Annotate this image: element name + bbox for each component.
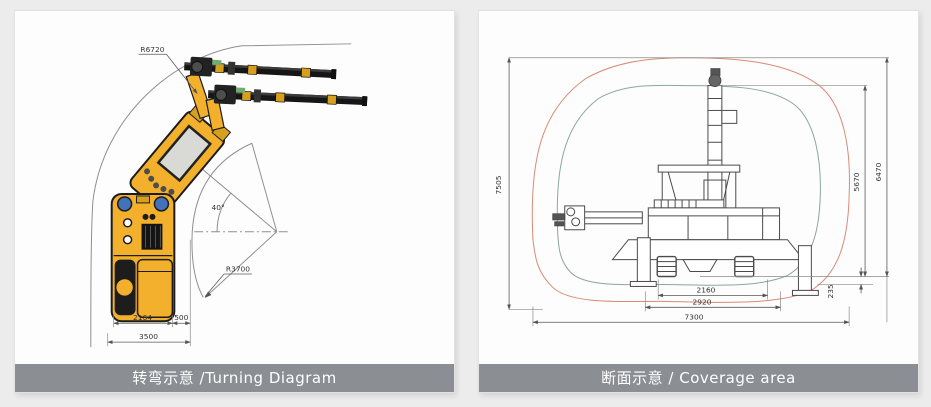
turning-diagram: R6720 R3700 40° 2164 500 3500 bbox=[90, 43, 368, 348]
chassis-width-label: 2164 bbox=[133, 313, 152, 322]
turning-dimensions: 2164 500 3500 bbox=[107, 239, 191, 347]
turning-caption: 转弯示意 /Turning Diagram bbox=[15, 364, 454, 392]
outer-height-label: 7505 bbox=[494, 175, 503, 194]
machine-front-frame bbox=[129, 103, 232, 213]
coverage-diagram: 7505 5670 6470 235 2160 2920 7300 bbox=[494, 57, 889, 327]
left-outrigger bbox=[636, 237, 651, 282]
inner-profile-green bbox=[556, 84, 821, 286]
drill-motor bbox=[708, 74, 722, 88]
coverage-dimensions: 7505 5670 6470 235 2160 2920 7300 bbox=[494, 57, 889, 327]
drill-feed-upper bbox=[184, 56, 337, 80]
coverage-machine bbox=[552, 68, 819, 296]
coverage-caption: 断面示意 / Coverage area bbox=[479, 364, 918, 392]
engine-grille bbox=[141, 223, 163, 250]
inner-radius-label: R3700 bbox=[226, 265, 250, 274]
tunnel-width-label: 7300 bbox=[685, 312, 704, 321]
angle-arc bbox=[216, 192, 232, 232]
outer-profile-red bbox=[531, 57, 850, 303]
wheel-right bbox=[153, 196, 170, 212]
center-hitch bbox=[682, 259, 718, 273]
track-width-label: 2160 bbox=[696, 285, 715, 294]
machine-body bbox=[647, 207, 781, 241]
angle-ray bbox=[188, 157, 278, 233]
drill-mast bbox=[707, 85, 723, 209]
left-outrigger-foot bbox=[629, 280, 657, 287]
overall-width-label: 3500 bbox=[139, 332, 158, 341]
wheel-left bbox=[116, 196, 133, 212]
turning-diagram-panel: R6720 R3700 40° 2164 500 3500 转弯示意 /Turn… bbox=[14, 10, 455, 393]
mast-bracket bbox=[721, 109, 738, 124]
arc-ray-upper bbox=[251, 143, 278, 232]
coverage-profiles bbox=[531, 57, 850, 303]
outrigger-width-label: 2920 bbox=[693, 297, 712, 306]
inner-turning-arc bbox=[191, 142, 253, 298]
turning-machine bbox=[110, 56, 368, 323]
steering-angle-label: 40° bbox=[211, 203, 224, 212]
outer-radius-label: R6720 bbox=[140, 45, 164, 54]
side-offset-label: 500 bbox=[174, 313, 188, 322]
mid-height-label: 6470 bbox=[874, 162, 883, 181]
radius-labels: R6720 R3700 40° bbox=[138, 45, 252, 297]
right-outrigger bbox=[797, 245, 812, 291]
inner-height-label: 5670 bbox=[852, 172, 861, 191]
drill-feed-lower bbox=[207, 84, 368, 107]
canopy-roof bbox=[657, 164, 741, 173]
right-outrigger-foot bbox=[791, 289, 819, 296]
arc-ray-lower bbox=[204, 231, 278, 298]
rear-wheel bbox=[114, 277, 135, 298]
machine-rear-chassis bbox=[110, 192, 176, 323]
coverage-area-panel: 7505 5670 6470 235 2160 2920 7300 断面示意 /… bbox=[478, 10, 919, 393]
ground-offset-label: 235 bbox=[826, 284, 835, 298]
